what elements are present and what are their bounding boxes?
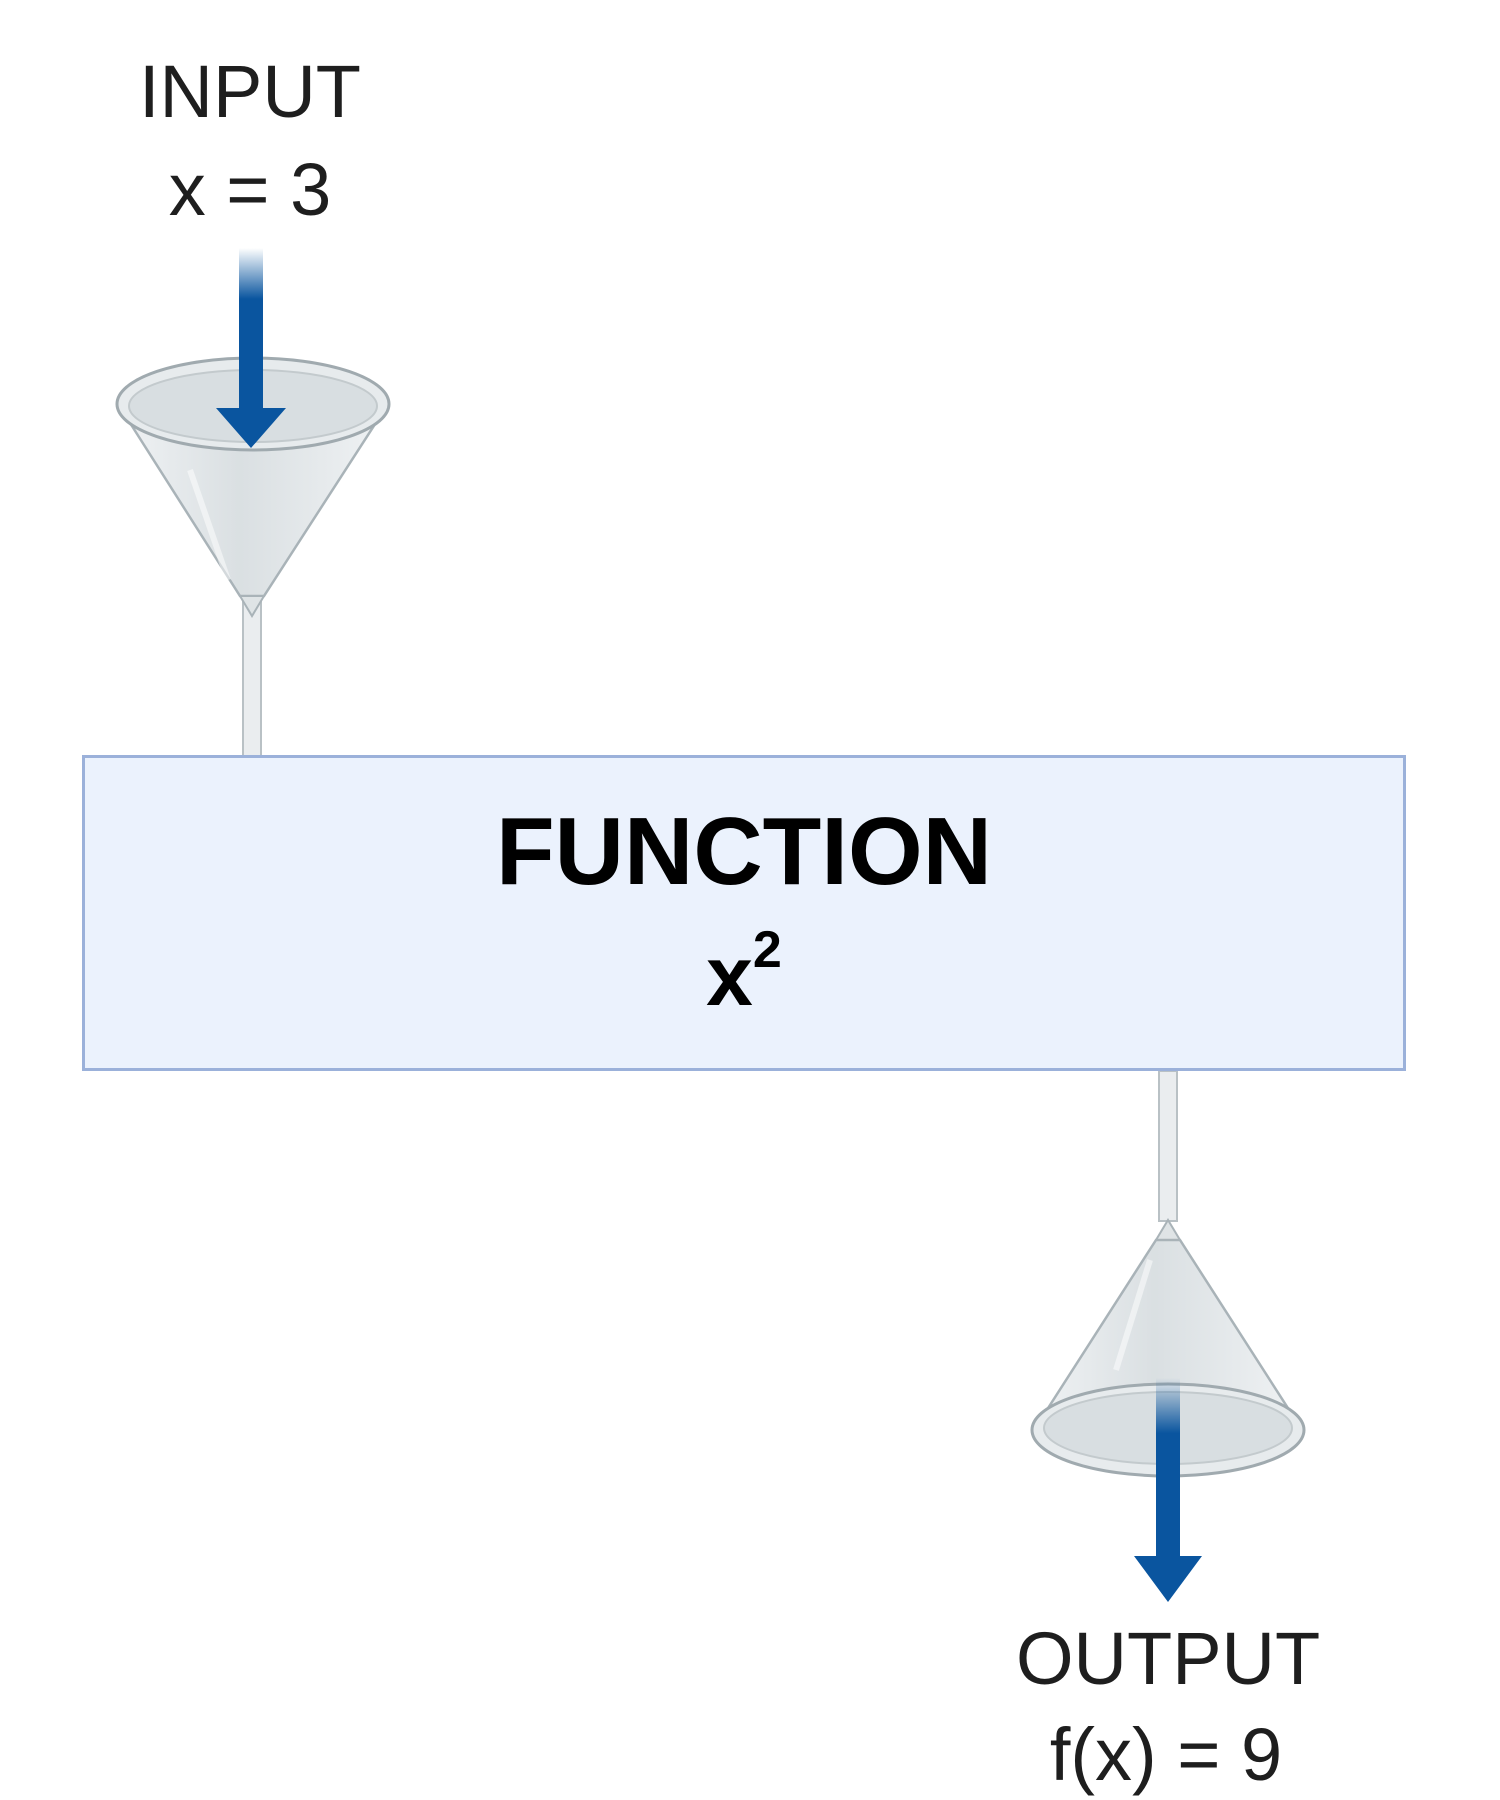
output-funnel-icon [1030, 1070, 1306, 1478]
input-arrow-icon [216, 248, 286, 448]
function-expression: x2 [85, 924, 1403, 1018]
output-title: OUTPUT [1016, 1617, 1321, 1700]
output-arrow-icon [1134, 1378, 1202, 1602]
function-base: x [706, 929, 753, 1023]
output-value: f(x) = 9 [1049, 1713, 1283, 1796]
input-value: x = 3 [168, 148, 332, 231]
function-box: FUNCTION x2 [82, 755, 1406, 1071]
function-exponent: 2 [752, 921, 782, 979]
function-title: FUNCTION [496, 798, 992, 905]
input-title: INPUT [139, 50, 361, 133]
